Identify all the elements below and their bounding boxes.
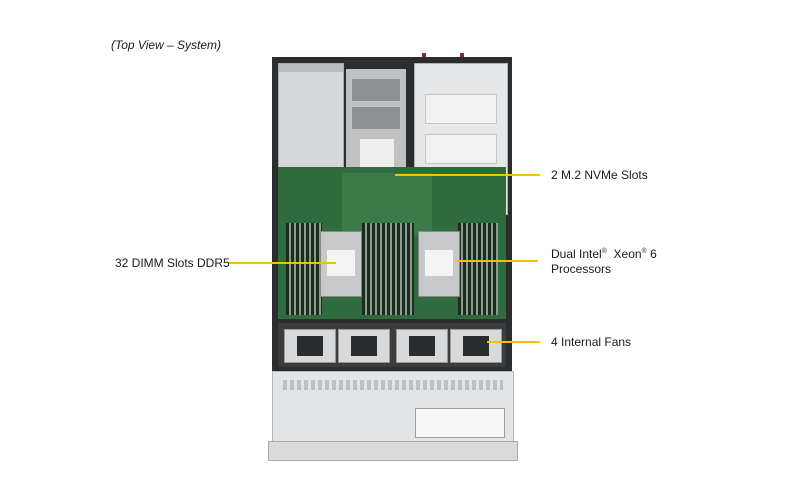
fan [396, 329, 448, 363]
fans-callout: 4 Internal Fans [551, 335, 632, 349]
dimm-callout: 32 DIMM Slots DDR5 [115, 256, 230, 270]
front-panel [272, 371, 514, 445]
fan [450, 329, 502, 363]
service-label [415, 408, 505, 438]
fan [284, 329, 336, 363]
motherboard [278, 167, 506, 319]
server-top-view-image [268, 53, 518, 461]
dimm-bank [458, 223, 498, 315]
nvme-callout: 2 M.2 NVMe Slots [551, 168, 648, 182]
dimm-bank [362, 223, 414, 315]
fans-leader-line [487, 341, 540, 343]
fan [338, 329, 390, 363]
dimm-leader-line [228, 262, 336, 264]
fan-row [278, 323, 506, 367]
cpu-heatsink-1 [320, 231, 362, 297]
front-bezel-ears [268, 441, 518, 461]
view-caption: (Top View – System) [111, 38, 222, 52]
cpu-leader-line [455, 260, 538, 262]
cpu-callout: Dual Intel® Xeon® 6 Processors [551, 247, 657, 276]
nvme-leader-line [395, 174, 540, 176]
cpu-heatsink-2 [418, 231, 460, 297]
dimm-bank [286, 223, 322, 315]
